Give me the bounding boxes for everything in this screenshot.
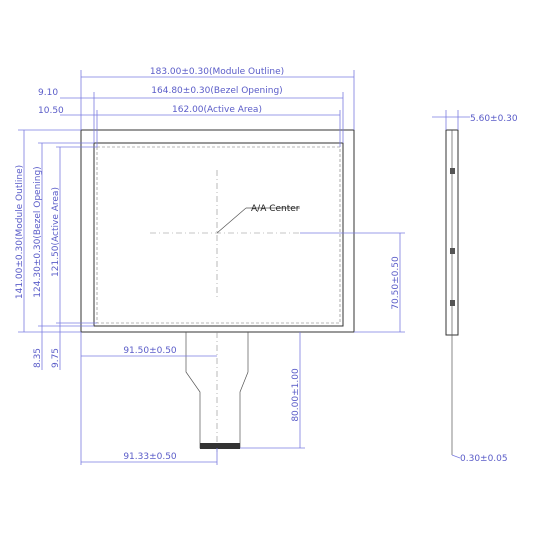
left-offset-bezel-label: 9.10	[38, 88, 58, 98]
module-outline-width-label: 183.00±0.30(Module Outline)	[150, 67, 284, 77]
side-view-tab-bottom	[450, 300, 455, 306]
fpc-length-label: 80.00±1.00	[291, 368, 301, 422]
bottom-offset-active-label: 9.75	[51, 348, 61, 368]
left-offset-active-label: 10.50	[38, 106, 64, 116]
bezel-opening-height-label: 124.30±0.30(Bezel Opening)	[33, 166, 43, 297]
left-dimensions: 141.00±0.30(Module Outline) 124.30±0.30(…	[15, 129, 97, 370]
active-area-width-label: 162.00(Active Area)	[172, 105, 262, 115]
bottom-dimensions: 91.50±0.50 91.33±0.50 80.00±1.00 70.50±0…	[80, 232, 405, 465]
fpc-x-label: 91.33±0.50	[123, 452, 177, 462]
front-view: A/A Center	[80, 129, 355, 333]
bezel-opening-width-label: 164.80±0.30(Bezel Opening)	[151, 86, 282, 96]
bottom-offset-bezel-label: 8.35	[33, 348, 43, 368]
active-area-height-label: 121.50(Active Area)	[51, 187, 61, 277]
active-area	[96, 146, 341, 324]
aa-center-y-label: 70.50±0.50	[391, 256, 401, 310]
module-outline	[80, 129, 355, 333]
fpc-contacts	[200, 443, 240, 449]
side-view-tab-top	[450, 168, 455, 174]
thickness-label: 5.60±0.30	[470, 114, 518, 124]
fpc-thickness-leader	[451, 454, 461, 459]
fpc-tail	[185, 332, 249, 452]
aa-center-label: A/A Center	[251, 204, 300, 214]
top-dimensions: 183.00±0.30(Module Outline) 164.80±0.30(…	[38, 67, 355, 147]
fpc-thickness-label: 0.30±0.05	[460, 454, 508, 464]
aa-center-x-label: 91.50±0.50	[123, 346, 177, 356]
bezel-opening	[93, 142, 344, 327]
side-view: 5.60±0.30 0.30±0.05	[432, 110, 518, 464]
module-outline-height-label: 141.00±0.30(Module Outline)	[15, 165, 25, 299]
aa-center-leader	[216, 207, 247, 234]
side-view-tab-mid	[450, 248, 455, 254]
